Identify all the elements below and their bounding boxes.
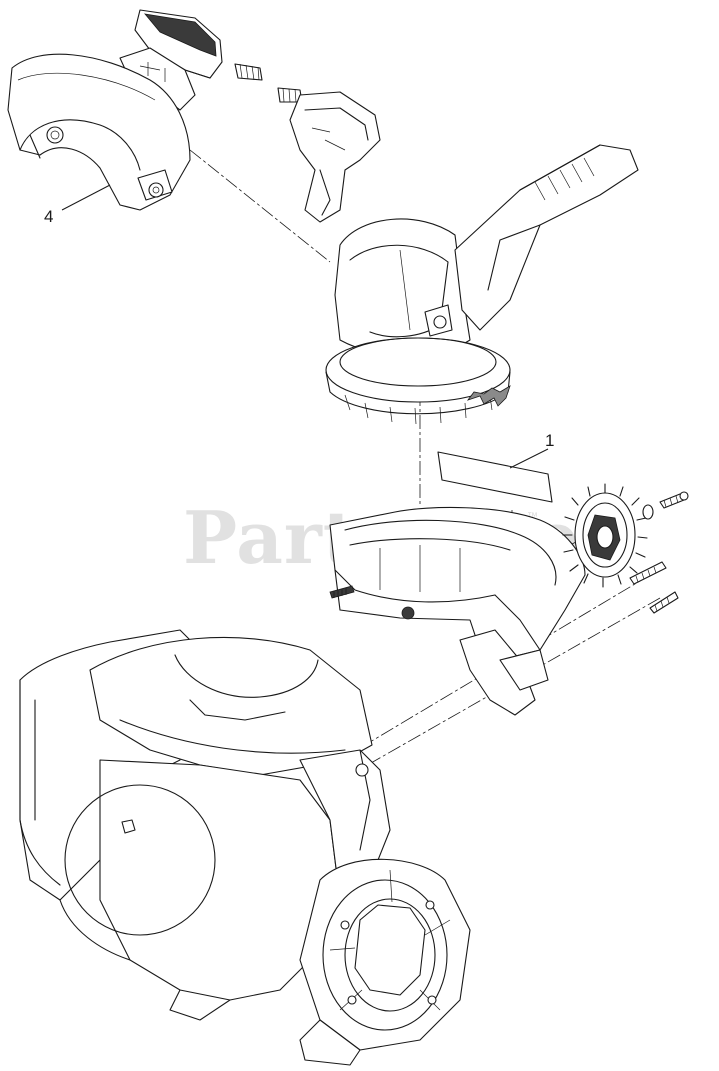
callout-4: 4 [44, 184, 111, 226]
chute-deflector [7, 9, 223, 211]
springs [234, 63, 303, 103]
callout-1-label: 1 [545, 431, 554, 450]
drive-gear [562, 483, 648, 588]
auger-housing [19, 629, 471, 1066]
hardware [629, 491, 689, 614]
decal [437, 451, 553, 503]
callout-1: 1 [509, 431, 554, 469]
upper-chute [325, 144, 639, 425]
callout-4-label: 4 [44, 207, 53, 226]
chute-pawl [289, 91, 381, 223]
chute-base-housing [329, 506, 586, 716]
